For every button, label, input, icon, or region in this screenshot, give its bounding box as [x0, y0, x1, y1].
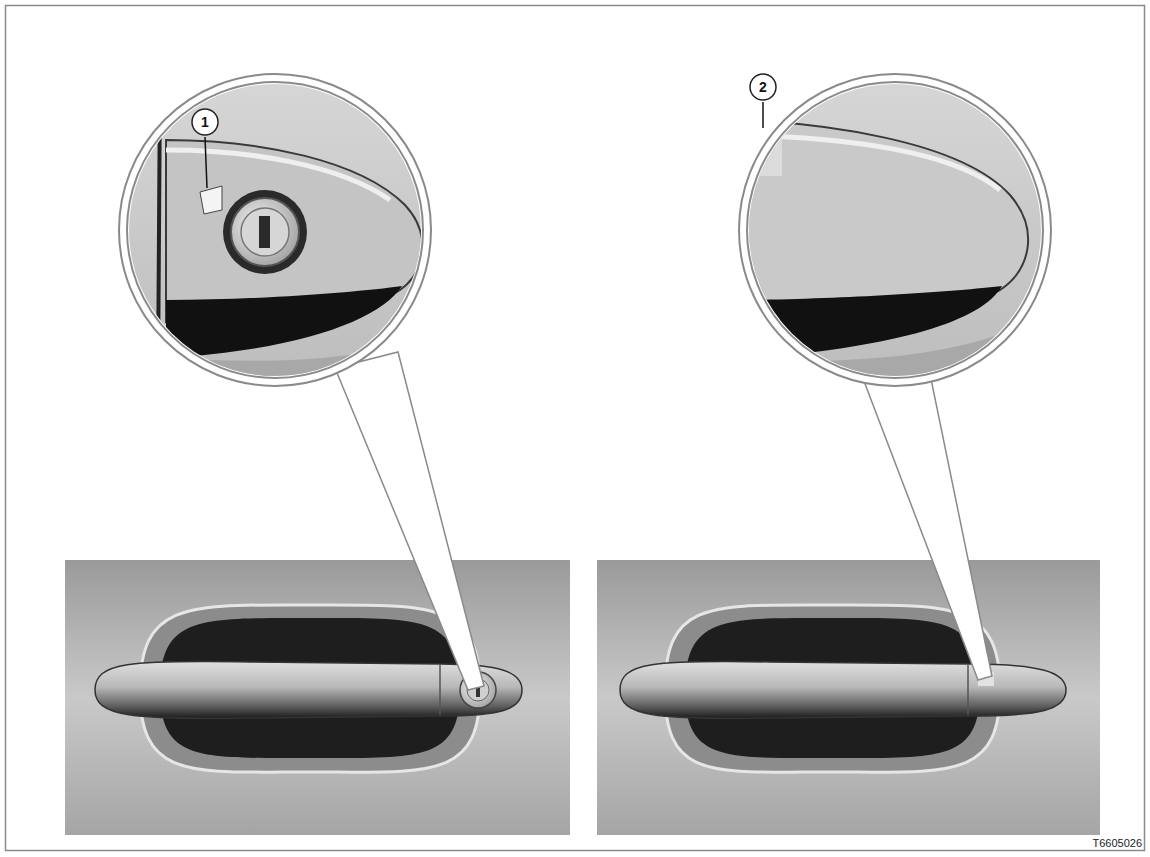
callout-number: 1: [201, 115, 209, 129]
figure-code: T6605026: [1092, 838, 1142, 849]
callout-number: 2: [759, 80, 767, 94]
